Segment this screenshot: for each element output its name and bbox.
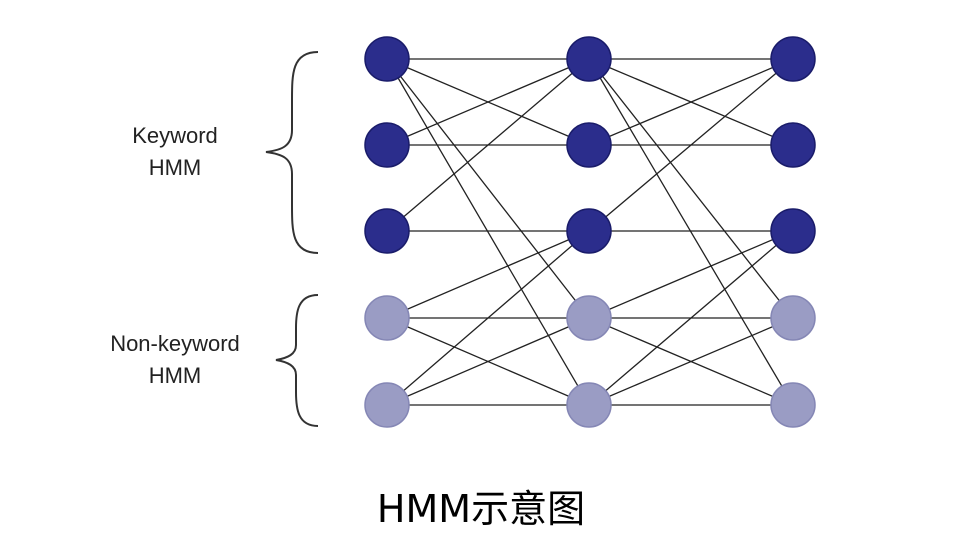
keyword-state-node — [770, 36, 816, 82]
diagram-caption: HMM示意图 — [376, 487, 586, 531]
non-keyword-brace — [275, 294, 319, 427]
transition-edge — [588, 58, 794, 319]
transition-edge — [386, 58, 590, 319]
keyword-label-line2: HMM — [148, 155, 202, 180]
keyword-hmm-label: Keyword HMM — [75, 120, 275, 184]
keyword-state-node — [566, 208, 612, 254]
transition-edge — [386, 58, 590, 232]
transition-edge — [588, 317, 794, 406]
non-keyword-label-line1: Non-keyword — [110, 331, 240, 356]
non-keyword-state-node — [364, 382, 410, 428]
keyword-state-node — [770, 208, 816, 254]
keyword-state-node — [566, 36, 612, 82]
transition-edge — [386, 317, 590, 406]
non-keyword-state-node — [770, 382, 816, 428]
hmm-diagram — [265, 36, 816, 428]
keyword-state-node — [364, 122, 410, 168]
transition-edge — [588, 58, 794, 232]
keyword-label-line1: Keyword — [132, 123, 218, 148]
transition-edge — [588, 58, 794, 406]
keyword-state-node — [364, 36, 410, 82]
transition-edge — [588, 230, 794, 406]
keyword-state-node — [566, 122, 612, 168]
non-keyword-label-line2: HMM — [148, 363, 202, 388]
keyword-state-node — [364, 208, 410, 254]
keyword-state-node — [770, 122, 816, 168]
keyword-brace — [265, 51, 319, 254]
transition-edge — [588, 58, 794, 146]
transition-edge — [386, 230, 590, 406]
state-nodes — [364, 36, 816, 428]
transition-edge — [588, 230, 794, 319]
non-keyword-state-node — [770, 295, 816, 341]
non-keyword-state-node — [364, 295, 410, 341]
transition-edge — [386, 58, 590, 406]
transition-edge — [386, 230, 590, 319]
non-keyword-state-node — [566, 382, 612, 428]
transition-edges — [386, 58, 794, 406]
transition-edge — [386, 58, 590, 146]
non-keyword-hmm-label: Non-keyword HMM — [75, 328, 275, 392]
non-keyword-state-node — [566, 295, 612, 341]
